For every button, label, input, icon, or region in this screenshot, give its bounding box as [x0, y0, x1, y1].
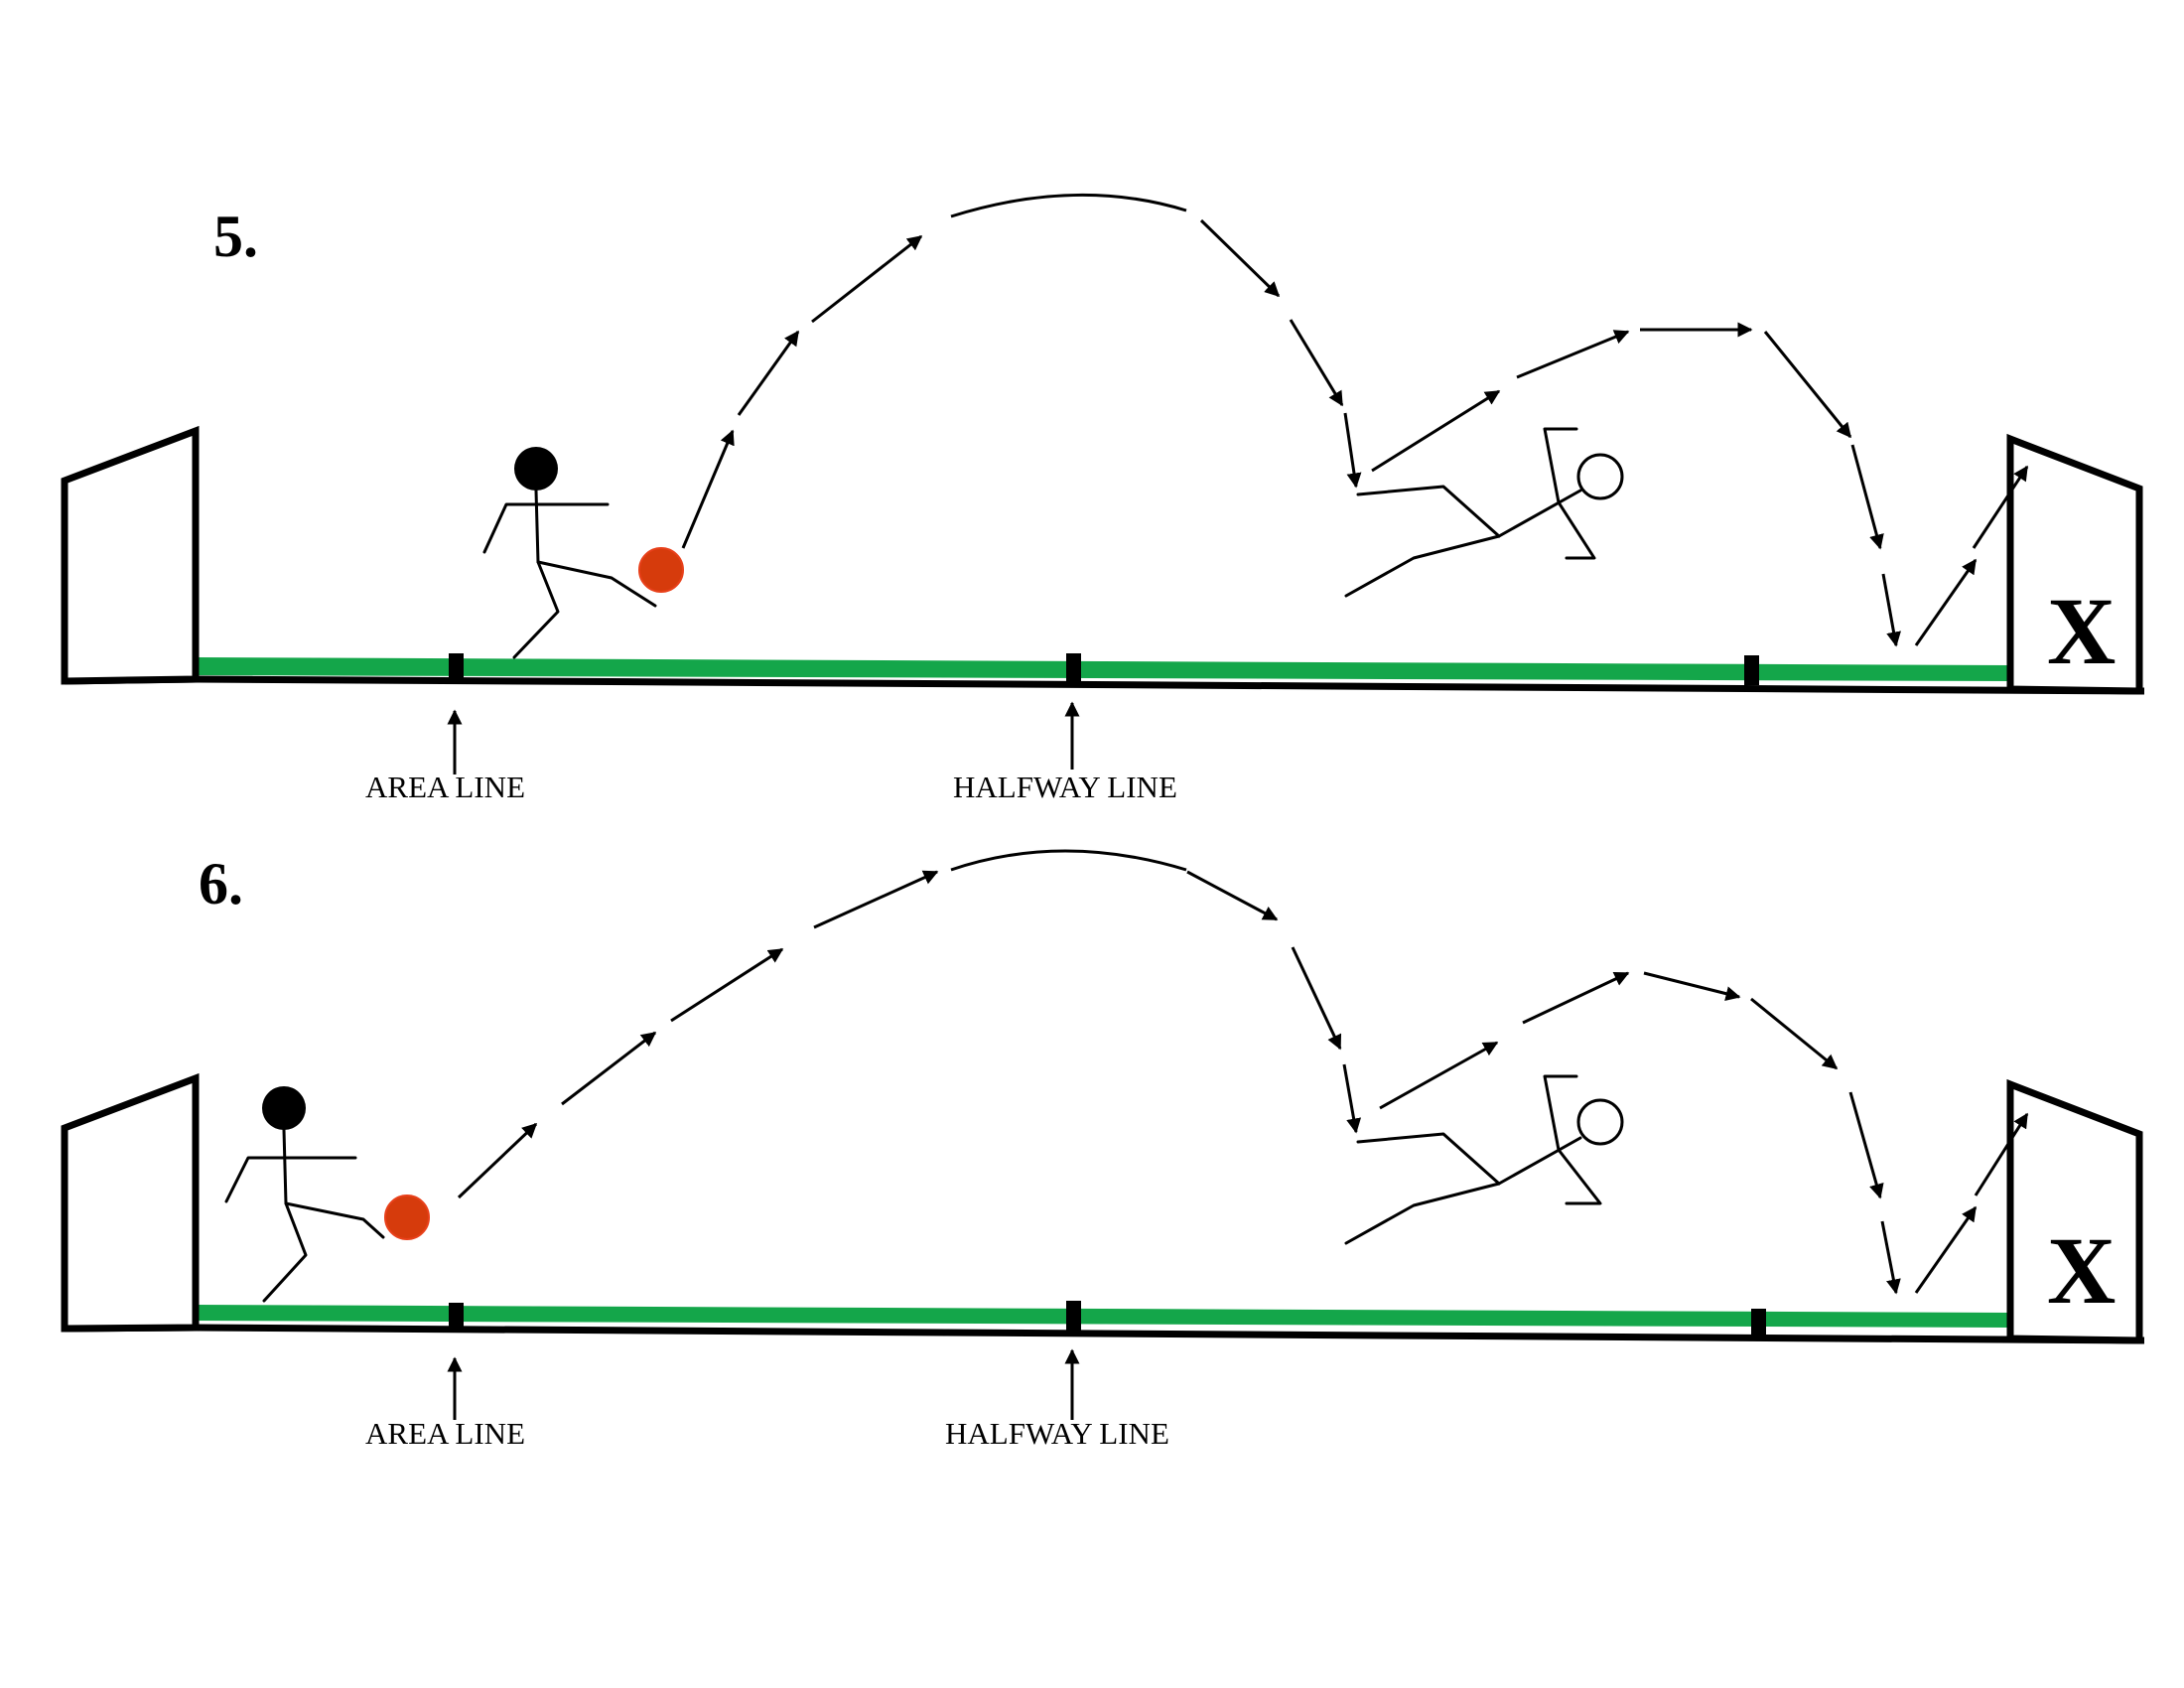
goal-icon — [2006, 433, 2143, 695]
halfway-line-tick — [1066, 653, 1081, 681]
diagram-5: 5. X AREA LINE HALFWAY LINE — [61, 193, 2145, 804]
diagram-number: 5. — [213, 204, 258, 269]
ball-icon — [384, 1195, 430, 1240]
far-line-tick — [1751, 1309, 1766, 1335]
area-line-tick — [449, 1303, 464, 1329]
ground-line — [64, 1324, 2145, 1344]
goalkeeper-figure-icon — [1344, 427, 1624, 598]
diagram-6: 6. X AREA LINE HALFWAY LINE — [61, 849, 2145, 1451]
diagram-number: 6. — [199, 851, 243, 916]
kicker-figure-icon — [482, 447, 657, 659]
goal-icon — [2006, 1078, 2143, 1344]
halfway-line-label: HALFWAY LINE — [953, 770, 1177, 804]
area-line-tick — [449, 653, 464, 679]
ground-line — [64, 675, 2145, 695]
field-strip — [196, 1305, 2010, 1328]
field-strip — [196, 657, 2010, 681]
area-line-label: AREA LINE — [365, 770, 525, 804]
halfway-line-label: HALFWAY LINE — [945, 1416, 1169, 1451]
target-mark: X — [2047, 578, 2116, 684]
goalkeeper-figure-icon — [1344, 1074, 1624, 1245]
goal-icon — [61, 425, 200, 685]
ball-trajectory — [457, 849, 2029, 1295]
target-mark: X — [2047, 1217, 2116, 1324]
area-line-label: AREA LINE — [365, 1416, 525, 1451]
kicker-figure-icon — [224, 1086, 385, 1303]
ball-trajectory — [681, 193, 2029, 647]
goal-icon — [61, 1072, 200, 1333]
halfway-line-tick — [1066, 1301, 1081, 1331]
far-line-tick — [1744, 655, 1759, 685]
ball-icon — [638, 547, 684, 593]
